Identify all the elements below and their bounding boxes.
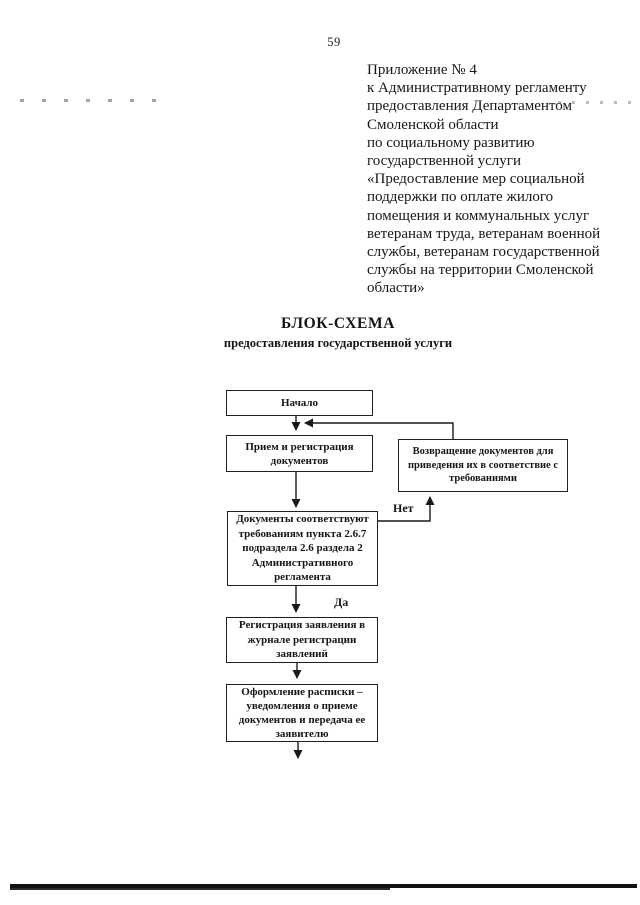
- footer-rule-shadow: [10, 888, 390, 890]
- header-line: области»: [367, 280, 425, 297]
- header-line: службы, ветеранам государственной: [367, 244, 600, 261]
- flowchart-node-return-docs: Возвращение документов для приведения их…: [398, 439, 568, 492]
- header-line: ветеранам труда, ветеранам военной: [367, 225, 601, 242]
- appendix-header: Приложение № 4 к Административному регла…: [367, 61, 639, 298]
- header-line: Смоленской области: [367, 116, 499, 133]
- flowchart-node-receipt: Оформление расписки – уведомления о прие…: [226, 684, 378, 742]
- edge-label-no: Нет: [393, 501, 414, 515]
- page-number: 59: [327, 35, 341, 49]
- flowchart-subtitle: предоставления государственной услуги: [223, 336, 453, 350]
- header-line: государственной услуги: [367, 153, 521, 170]
- header-line: предоставления Департаментом: [367, 98, 572, 115]
- header-line: поддержки по оплате жилого: [367, 189, 554, 206]
- flowchart-title: БЛОК-СХЕМА: [280, 315, 395, 332]
- header-line: к Административному регламенту: [367, 80, 587, 97]
- header-line: «Предоставление мер социальной: [367, 171, 585, 188]
- footer-rule: [10, 884, 637, 888]
- flowchart-node-start: Начало: [226, 390, 373, 416]
- scan-noise-right: [558, 101, 632, 104]
- header-line: службы на территории Смоленской: [367, 262, 594, 279]
- flowchart-node-register: Регистрация заявления в журнале регистра…: [226, 617, 378, 663]
- header-line: по социальному развитию: [367, 134, 535, 151]
- scan-noise-left: [20, 99, 166, 102]
- flowchart-node-receive-docs: Прием и регистрация документов: [226, 435, 373, 472]
- flowchart-node-decision: Документы соответствуют требованиям пунк…: [227, 511, 378, 586]
- edge-label-yes: Да: [334, 595, 349, 609]
- header-line: Приложение № 4: [367, 62, 477, 78]
- header-line: помещения и коммунальных услуг: [367, 207, 590, 224]
